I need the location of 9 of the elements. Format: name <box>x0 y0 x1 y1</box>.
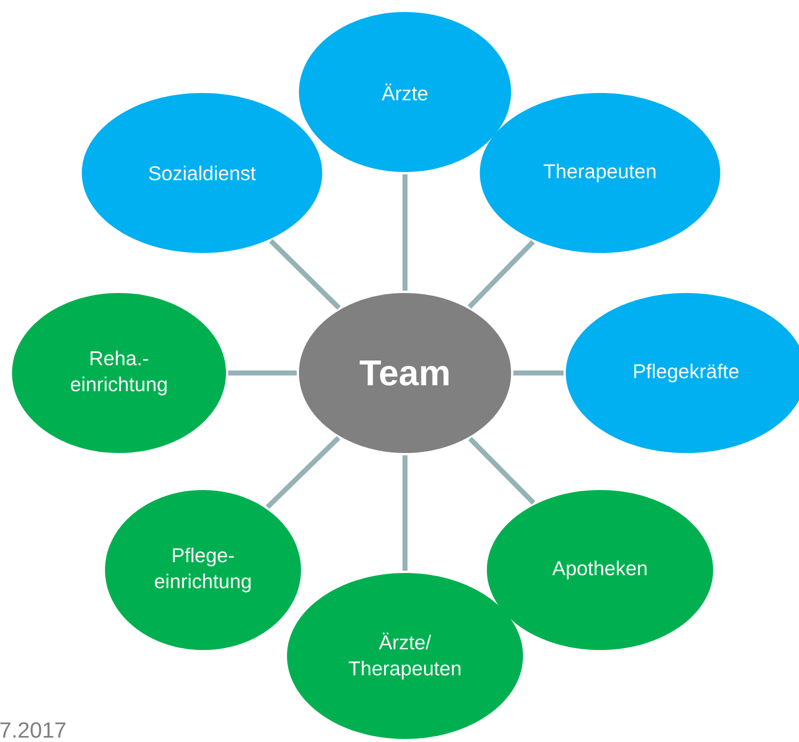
connector-line <box>269 239 341 310</box>
connector-line <box>468 240 535 309</box>
connector-line <box>228 370 297 376</box>
connector-line <box>468 436 536 505</box>
connector-line <box>513 370 564 376</box>
connector-line <box>402 174 408 291</box>
connector-line <box>266 436 340 509</box>
connector-line <box>402 455 408 571</box>
date-text: 7.2017 <box>0 722 66 738</box>
